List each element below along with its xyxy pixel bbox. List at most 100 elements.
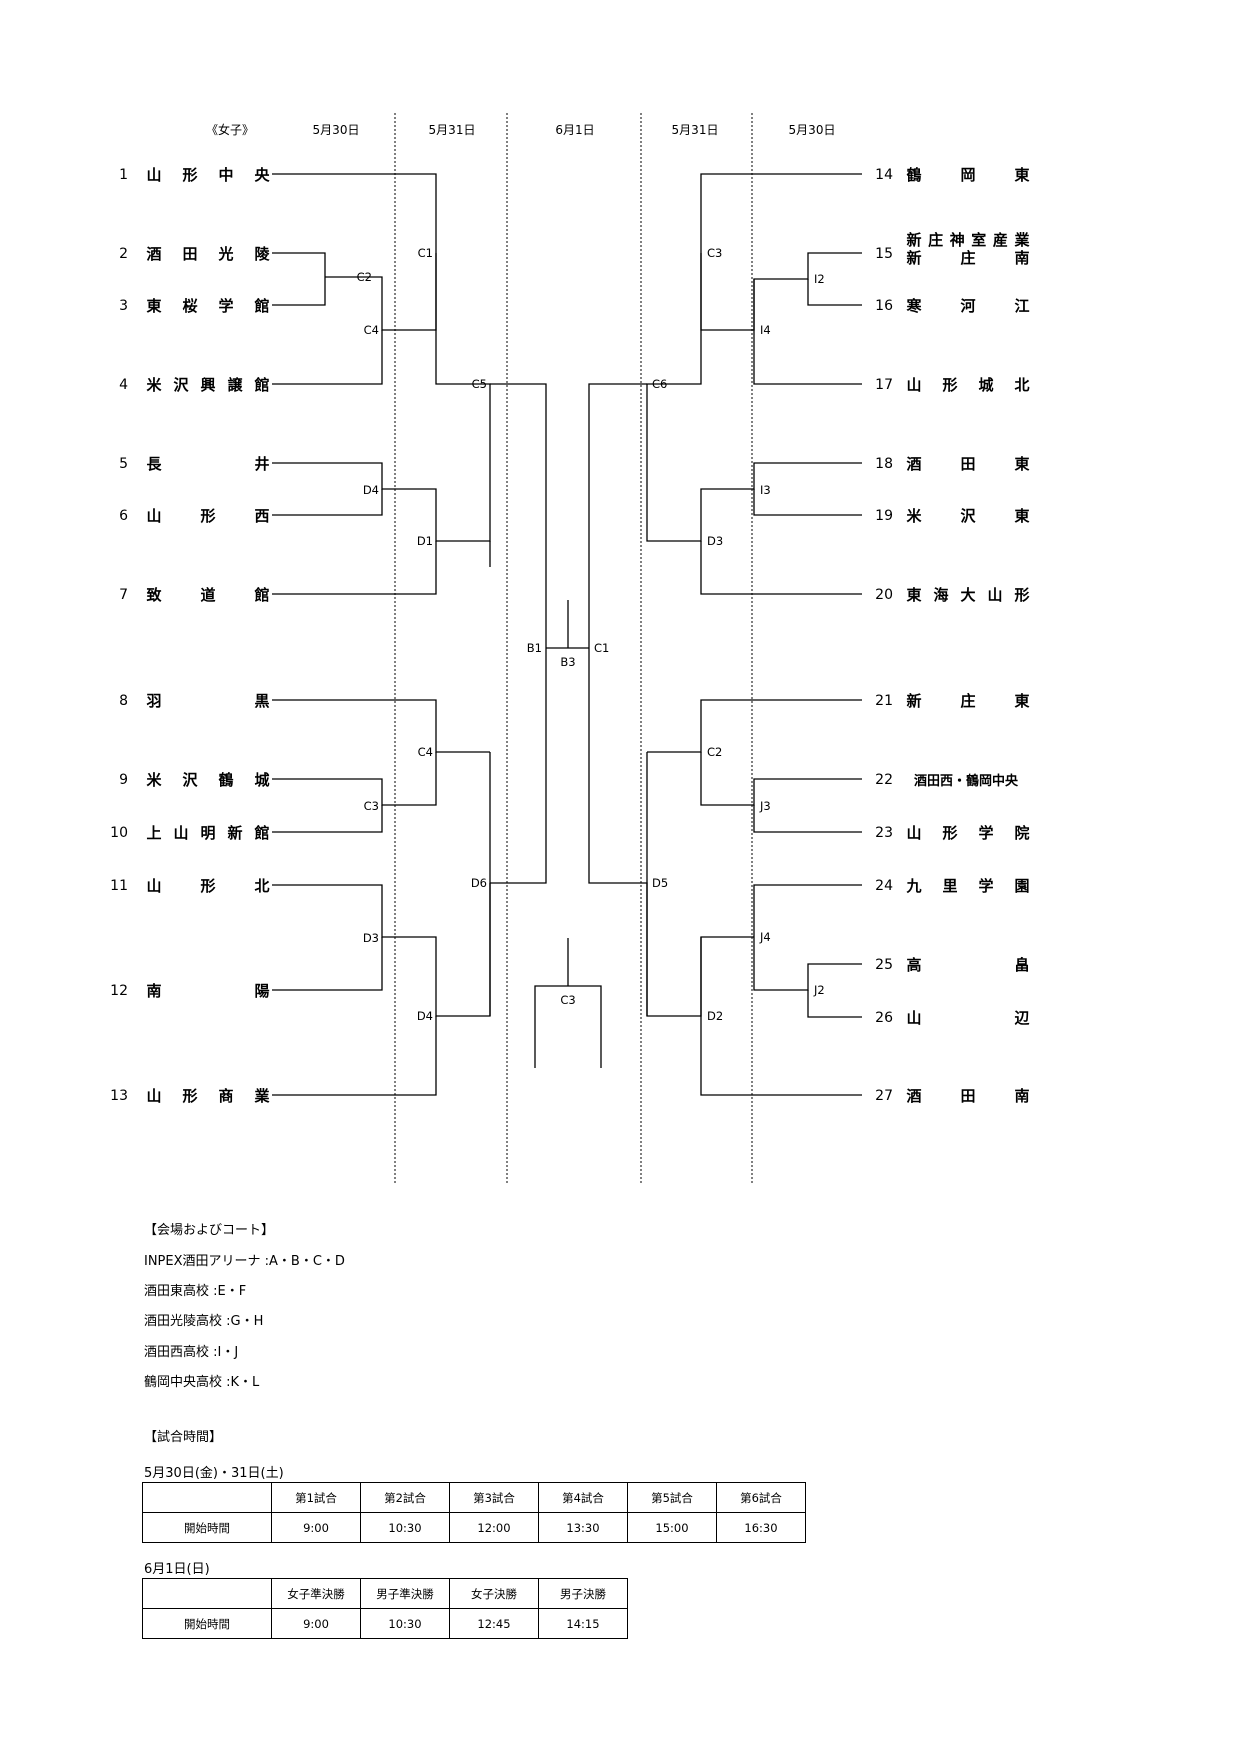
schedule-table-day2: 女子準決勝 男子準決勝 女子決勝 男子決勝 開始時間 9:00 10:30 12… — [142, 1578, 628, 1639]
team-name-char: 山 — [987, 586, 1002, 604]
venue-line: 酒田東高校 :E・F — [144, 1284, 247, 1299]
team-name-char: 井 — [254, 455, 269, 473]
venue-line: 酒田西高校 :I・J — [144, 1345, 239, 1360]
bracket-line — [588, 383, 648, 1016]
team-name-char: 山 — [906, 824, 921, 842]
team-seed: 15 — [875, 246, 893, 262]
team-name-char: 学 — [218, 297, 233, 315]
team-name-char: 園 — [1014, 877, 1029, 895]
match-label: D3 — [707, 534, 723, 548]
match-label: J2 — [813, 983, 825, 997]
team-name-char: 興 — [200, 376, 215, 394]
match-label: C4 — [364, 323, 379, 337]
table-header: 男子決勝 — [538, 1578, 628, 1609]
bracket-line — [272, 752, 437, 806]
match-label: J4 — [759, 930, 771, 944]
team-name-char: 陵 — [254, 245, 270, 263]
table-header: 第4試合 — [538, 1482, 628, 1513]
date-right-day2: 5月31日 — [672, 123, 719, 137]
bracket-line — [272, 1016, 437, 1096]
team-seed: 23 — [875, 825, 893, 841]
team-name-char: 新 — [906, 231, 921, 249]
day1-label: 5月30日(金)・31日(土) — [144, 1466, 284, 1481]
team-name-char: 田 — [960, 1087, 975, 1105]
venue-line: 酒田光陵高校 :G・H — [144, 1314, 264, 1329]
team-name-char: 大 — [960, 586, 975, 604]
team-name-char: 学 — [978, 824, 993, 842]
match-label: D4 — [363, 483, 379, 497]
bracket-line — [272, 805, 383, 833]
section-title: 《女子》 — [206, 122, 254, 137]
team-name-char: 里 — [942, 877, 957, 895]
bracket-line — [700, 752, 862, 806]
match-label: B1 — [527, 641, 542, 655]
match-label: I3 — [760, 483, 771, 497]
team-seed: 9 — [119, 772, 128, 788]
team-name-char: 形 — [1014, 586, 1029, 604]
table-header: 第6試合 — [716, 1482, 806, 1513]
bracket-lines — [272, 173, 862, 1096]
table-cell — [142, 1578, 272, 1609]
team-name-char: 新 — [906, 692, 921, 710]
team-name-char: 西 — [254, 507, 269, 525]
table-row: 第1試合 第2試合 第3試合 第4試合 第5試合 第6試合 — [142, 1482, 806, 1513]
team-seed: 5 — [119, 456, 128, 472]
team-name-char: 寒 — [906, 297, 922, 315]
match-label: D5 — [652, 876, 668, 890]
team-seed: 13 — [110, 1088, 128, 1104]
table-cell: 14:15 — [538, 1608, 628, 1639]
team-name-char: 道 — [200, 586, 215, 604]
team-name-char: 神 — [950, 231, 965, 249]
team-name-char: 米 — [146, 376, 162, 394]
bracket-line — [807, 279, 862, 306]
row-label: 開始時間 — [142, 1512, 272, 1543]
team-seed: 16 — [875, 298, 893, 314]
team-name-char: 海 — [933, 586, 948, 604]
match-label: B3 — [560, 655, 575, 669]
team-name-char: 業 — [1013, 231, 1030, 249]
table-cell: 12:45 — [449, 1608, 539, 1639]
bracket-line — [700, 937, 862, 1096]
team-name-char: 東 — [906, 586, 921, 604]
team-name-char: 南 — [1014, 249, 1029, 267]
match-label: C3 — [560, 993, 575, 1007]
table-header: 男子準決勝 — [360, 1578, 450, 1609]
match-label: D2 — [707, 1009, 723, 1023]
team-name-char: 山 — [173, 824, 188, 842]
team-name-char: 室 — [971, 231, 986, 249]
team-name-char: 上 — [146, 824, 161, 842]
team-name-char: 米 — [146, 771, 162, 789]
team-seed: 21 — [875, 693, 893, 709]
bracket-line — [753, 805, 862, 833]
team-name-char: 明 — [200, 824, 215, 842]
table-header: 第3試合 — [449, 1482, 539, 1513]
match-label: C5 — [472, 377, 487, 391]
team-seed: 22 — [875, 772, 893, 788]
team-name-char: 庄 — [928, 231, 943, 249]
date-left-day2: 5月31日 — [429, 123, 476, 137]
team-seed: 14 — [875, 167, 893, 183]
team-name-char: 酒 — [906, 1087, 921, 1105]
bracket-line — [490, 383, 547, 884]
table-header: 女子決勝 — [449, 1578, 539, 1609]
bracket-line — [700, 173, 862, 331]
table-row: 女子準決勝 男子準決勝 女子決勝 男子決勝 — [142, 1578, 628, 1609]
team-name-char: 央 — [254, 166, 270, 184]
team-name-char: 産 — [993, 231, 1008, 249]
team-name-char: 鶴 — [906, 166, 921, 184]
team-name-char: 山 — [146, 1087, 161, 1105]
team-name-char: 庄 — [960, 692, 975, 710]
team-name-char: 商 — [218, 1087, 233, 1105]
match-label: C6 — [652, 377, 667, 391]
table-header: 女子準決勝 — [271, 1578, 361, 1609]
bracket-line — [272, 937, 383, 991]
match-label: D3 — [363, 931, 379, 945]
team-seed: 7 — [119, 587, 128, 603]
table-cell: 10:30 — [360, 1608, 450, 1639]
team-name-char: 陽 — [254, 982, 269, 1000]
team-name-char: 東 — [1014, 507, 1029, 525]
team-name-char: 江 — [1014, 297, 1029, 315]
bracket-line — [807, 990, 862, 1018]
match-label: D1 — [417, 534, 433, 548]
